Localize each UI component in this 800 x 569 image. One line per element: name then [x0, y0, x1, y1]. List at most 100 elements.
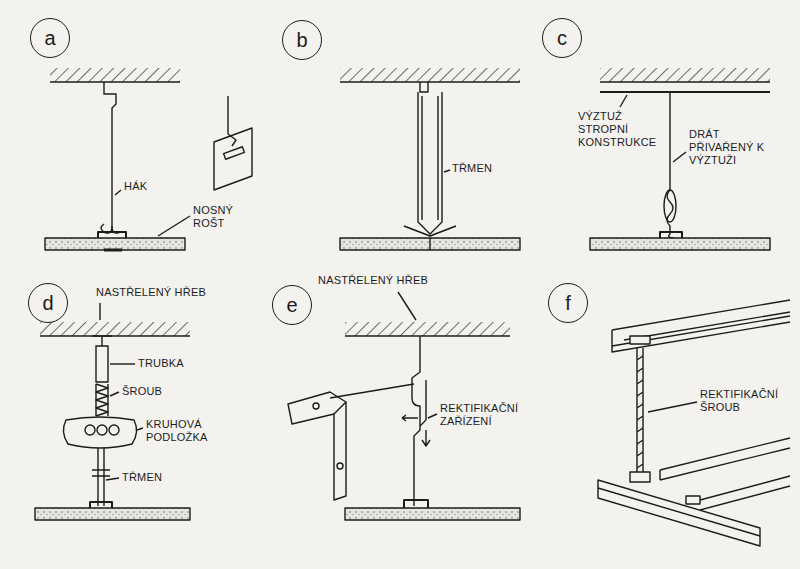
detail-a-part: [101, 82, 116, 233]
panel-letter: e: [286, 295, 297, 315]
detail-f-part: [630, 336, 650, 344]
detail-a-part: [224, 147, 245, 159]
detail-a-part: [50, 81, 180, 82]
part-label: VÝZTUŽ STROPNÍ KONSTRUKCE: [578, 110, 664, 150]
detail-e-part: [345, 322, 510, 336]
letter-circle: c: [542, 18, 582, 58]
letter-circle: f: [548, 283, 588, 323]
detail-f: [598, 300, 790, 546]
detail-a-part: [50, 68, 180, 82]
detail-f-part: [648, 402, 697, 412]
part-label: TŘMEN: [452, 162, 492, 175]
detail-d-part: [137, 428, 143, 430]
letter-circle: d: [28, 283, 68, 323]
detail-d-part: [40, 335, 190, 336]
part-label: NASTŘELENÝ HŘEB: [318, 274, 428, 287]
detail-b-part: [420, 82, 428, 92]
detail-d: [35, 303, 190, 520]
detail-c-part: [600, 81, 770, 82]
detail-e-part: [345, 335, 510, 336]
panel-letter: f: [565, 293, 571, 313]
detail-b-part: [404, 226, 456, 236]
detail-f-part: [630, 472, 650, 482]
detail-f-part: [637, 356, 643, 468]
detail-a-part: [228, 134, 236, 146]
detail-d-part: [96, 346, 108, 382]
detail-e-part: [398, 292, 416, 320]
panel-letter: c: [557, 28, 567, 48]
detail-d-part: [92, 336, 112, 346]
detail-d-part: [98, 448, 104, 506]
detail-a-part: [227, 96, 228, 134]
detail-e-part: [420, 380, 426, 426]
detail-c-part: [660, 232, 682, 238]
detail-f-part: [700, 476, 790, 510]
detail-a-part: [115, 190, 121, 195]
detail-f-part: [598, 488, 760, 536]
detail-b-part: [429, 238, 430, 250]
detail-d-part: [110, 363, 135, 364]
panel-letter: d: [42, 293, 53, 313]
detail-a-part: [104, 249, 122, 252]
part-label: REKTIFIKAČNÍ ŠROUB: [700, 388, 795, 414]
detail-b: [340, 68, 520, 250]
detail-d-part: [96, 384, 108, 416]
detail-f-part: [637, 348, 643, 482]
part-label: DRÁT PŘIVAŘENÝ K VÝZTUŽI: [689, 128, 784, 168]
detail-c-part: [600, 91, 770, 93]
detail-c-part: [667, 92, 674, 238]
detail-d-part: [96, 384, 108, 416]
detail-a-part: [158, 216, 190, 236]
panel-letter: b: [296, 30, 307, 50]
detail-e-part: [422, 430, 430, 446]
part-label: TŘMEN: [122, 471, 162, 484]
detail-d-part: [106, 478, 119, 480]
detail-b-part: [340, 81, 520, 82]
detail-f-part: [660, 438, 790, 480]
part-label: ŠROUB: [122, 385, 162, 398]
detail-a-part: [214, 128, 252, 190]
detail-e-part: [345, 508, 520, 520]
detail-d-part: [92, 470, 110, 476]
detail-c-part: [590, 238, 770, 250]
detail-d-part: [40, 322, 190, 336]
detail-a-part: [98, 232, 126, 238]
detail-e-part: [404, 500, 428, 508]
detail-e-part: [428, 414, 437, 418]
detail-f-part: [686, 496, 700, 504]
detail-e-part: [288, 392, 346, 500]
detail-b-part: [340, 68, 520, 82]
detail-d-part: [90, 502, 112, 508]
letter-circle: a: [30, 18, 70, 58]
detail-a-part: [45, 238, 185, 250]
detail-d-part: [63, 417, 136, 448]
part-label: NASTŘELENÝ HŘEB: [96, 286, 206, 299]
detail-d-part: [85, 425, 95, 435]
detail-f-part: [612, 322, 790, 352]
detail-d-part: [97, 425, 107, 435]
detail-a: [45, 68, 252, 250]
detail-e-part: [334, 402, 346, 414]
detail-b-part: [340, 238, 520, 250]
detail-c-part: [673, 152, 686, 162]
detail-e-part: [402, 415, 418, 421]
detail-d-part: [109, 425, 119, 435]
detail-d-part: [99, 303, 100, 320]
panel-letter: a: [44, 28, 55, 48]
detail-f-part: [612, 300, 790, 346]
detail-e-part: [313, 403, 319, 409]
detail-b-part: [422, 96, 438, 220]
detail-d-part: [110, 392, 119, 396]
detail-e-part: [412, 336, 420, 506]
detail-c-part: [600, 68, 770, 82]
part-label: TRUBKA: [138, 357, 184, 370]
part-label: KRUHOVÁ PODLOŽKA: [146, 418, 224, 444]
detail-e-part: [330, 384, 414, 398]
detail-c-part: [664, 190, 676, 222]
letter-circle: e: [272, 285, 312, 325]
letter-circle: b: [282, 20, 322, 60]
part-label: REKTIFIKAČNÍ ZAŘÍZENÍ: [440, 402, 535, 428]
detail-b-part: [418, 92, 442, 234]
detail-b-part: [444, 170, 450, 172]
